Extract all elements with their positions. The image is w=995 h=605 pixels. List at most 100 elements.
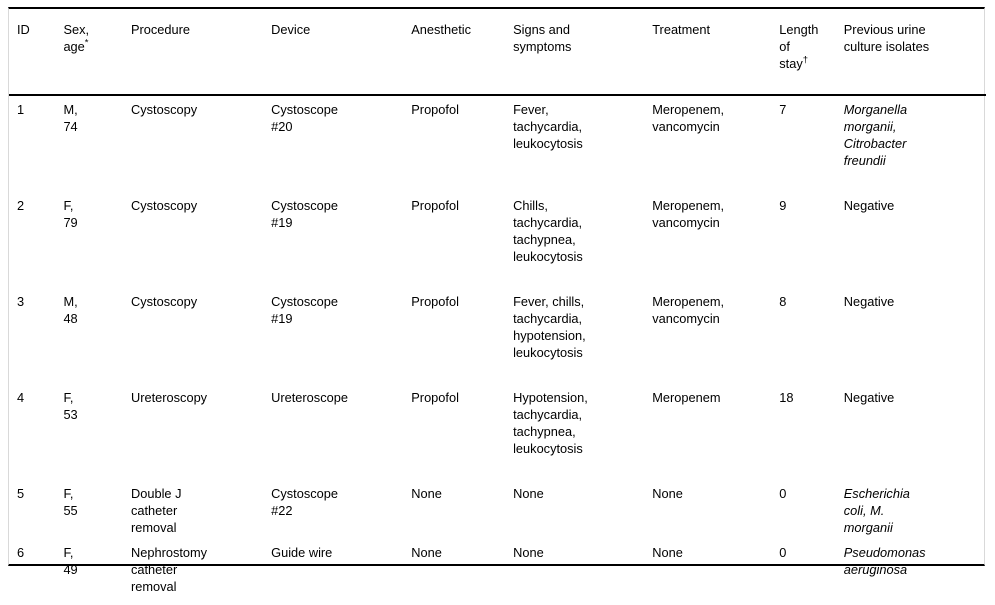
cell-sex-age-line: 48 [63,311,78,326]
cell-id-line: 1 [17,102,25,117]
cell-signs-and-symptoms-line: leukocytosis [513,441,583,456]
cell-signs-and-symptoms-line: tachycardia, [513,311,583,326]
cell-signs-and-symptoms: None [513,539,652,605]
cell-sex-age: F,79 [63,192,131,288]
column-header-previous-line2: culture isolates [843,39,930,54]
cell-signs-and-symptoms-line: None [513,545,544,560]
cell-signs-and-symptoms-line: leukocytosis [513,249,583,264]
cell-anesthetic-line: Propofol [411,102,459,117]
cell-sex-age-line: F, [63,545,74,560]
cell-sex-age: F,53 [63,384,131,480]
cell-sex-age: F,49 [63,539,131,605]
column-header-id-text: ID [17,22,30,37]
cell-procedure-line: Nephrostomy [130,545,208,560]
clinical-table-container: ID Sex, age* Procedure Device Anesthetic… [8,7,986,594]
column-header-los-line3: stay† [779,55,838,72]
cell-device-line: #22 [271,503,293,518]
cell-treatment: Meropenem [652,384,779,480]
cell-device: Cystoscope #19 [271,192,411,288]
cell-length-of-stay-line: 7 [779,102,787,117]
cell-sex-age-line: 53 [63,407,78,422]
cell-length-of-stay: 0 [779,539,844,605]
cell-previous-urine-culture-isolates-line: Citrobacter [843,136,907,151]
footnote-marker-dagger: † [802,54,809,66]
cell-length-of-stay: 8 [779,288,844,384]
cell-sex-age: F, 55 [63,480,131,539]
cell-sex-age-line: M, [63,294,78,309]
column-header-anesthetic-text: Anesthetic [411,22,472,37]
cell-treatment-line: None [652,486,683,501]
column-header-treatment: Treatment [652,9,779,95]
cell-procedure-line: catheter [130,503,178,518]
cell-length-of-stay-line: 18 [779,390,794,405]
cell-length-of-stay-line: 0 [779,545,787,560]
column-header-sex-age-line1: Sex, [63,22,90,37]
cell-procedure-line: catheter [130,562,178,577]
cell-signs-and-symptoms-line: tachycardia, [513,215,583,230]
cell-length-of-stay-line: 9 [779,198,787,213]
cell-signs-and-symptoms-line: tachycardia, [513,119,583,134]
cell-id-line: 6 [17,545,25,560]
cell-anesthetic-line: Propofol [411,198,459,213]
cell-anesthetic: Propofol [411,288,513,384]
cell-anesthetic: Propofol [411,192,513,288]
cell-procedure-line: Cystoscopy [130,102,198,117]
cell-treatment-line: Meropenem [652,390,721,405]
cell-signs-and-symptoms: Chills,tachycardia,tachypnea,leukocytosi… [513,192,652,288]
cell-previous-urine-culture-isolates-line: Pseudomonas [843,545,926,560]
cell-previous-urine-culture-isolates-line: coli, M. [843,503,885,518]
cell-sex-age-line: 55 [63,503,78,518]
cell-sex-age-line: 74 [63,119,78,134]
cell-previous-urine-culture-isolates-line: Negative [843,390,895,405]
cell-treatment-line: Meropenem, [652,102,725,117]
cell-treatment-line: vancomycin [652,119,720,134]
cell-procedure: Cystoscopy [131,95,271,192]
cell-signs-and-symptoms-line: Fever, chills, [513,294,585,309]
cell-id-line: 4 [17,390,25,405]
cell-id: 2 [9,192,63,288]
cell-signs-and-symptoms: None [513,480,652,539]
cell-procedure-line: Cystoscopy [130,294,198,309]
cell-id: 4 [9,384,63,480]
cell-treatment: Meropenem,vancomycin [652,192,779,288]
cell-length-of-stay: 9 [779,192,844,288]
column-header-los-line1: Length [779,22,819,37]
cell-id: 1 [9,95,63,192]
column-header-sex-age-line2: age* [63,38,125,55]
cell-procedure-line: Cystoscopy [130,198,198,213]
cell-previous-urine-culture-isolates-line: Negative [843,294,895,309]
cell-device-line: Cystoscope [271,198,338,213]
column-header-signs-line1: Signs and [513,22,571,37]
cell-sex-age-line: F, [63,486,74,501]
cell-anesthetic-line: None [411,486,442,501]
cell-previous-urine-culture-isolates: Negative [844,288,986,384]
cell-previous-urine-culture-isolates-line: morganii [843,520,893,535]
cell-id: 6 [9,539,63,605]
cell-device-line: Cystoscope [271,294,338,309]
cell-device: Cystoscope#22 [271,480,411,539]
cell-id-line: 5 [17,486,25,501]
cell-procedure-line: Ureteroscopy [130,390,208,405]
column-header-anesthetic: Anesthetic [411,9,513,95]
column-header-previous-urine-culture-isolates: Previous urine culture isolates [844,9,986,95]
cell-signs-and-symptoms-line: hypotension, [513,328,586,343]
cell-sex-age-line: F, [63,198,74,213]
cell-treatment: None [652,539,779,605]
cell-procedure-line: removal [130,520,177,535]
cell-previous-urine-culture-isolates-line: Negative [843,198,895,213]
cell-length-of-stay-line: 8 [779,294,787,309]
cell-device-line: Guide wire [271,545,333,560]
cell-treatment: Meropenem, vancomycin [652,95,779,192]
cell-anesthetic: None [411,539,513,605]
cell-device-line: #19 [271,215,293,230]
cell-device-line: #19 [271,311,293,326]
column-header-id: ID [9,9,63,95]
